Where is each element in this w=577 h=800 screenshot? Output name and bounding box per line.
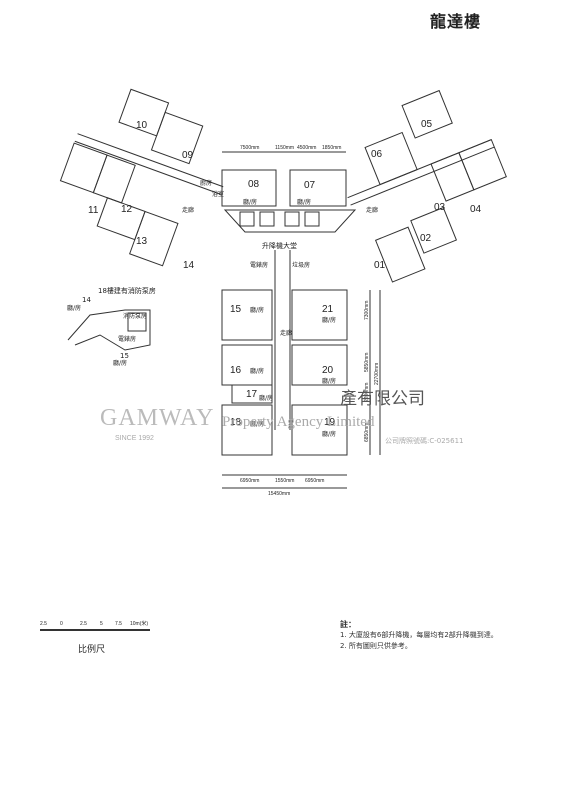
unit-05: 05: [421, 119, 433, 130]
unit-16: 16: [230, 365, 242, 376]
lift-core: [223, 209, 357, 233]
scale-tick-4: 5: [100, 621, 103, 627]
inset-room-14: 廳/房: [67, 304, 81, 312]
inset-unit-15: 15: [120, 352, 129, 360]
unit-07: 07: [304, 180, 316, 191]
dim-top-3: 4500mm: [297, 145, 316, 151]
unit-20-outline: [291, 344, 348, 386]
watermark-company-cn: 產有限公司: [340, 389, 425, 409]
inset-unit-14: 14: [82, 296, 91, 304]
dim-top-4: 1850mm: [322, 145, 341, 151]
watermark-company-en: Property Agency Limited: [222, 414, 375, 430]
unit-04-outline: [458, 138, 507, 191]
watermark-since: SINCE 1992: [115, 435, 154, 442]
unit-04: 04: [470, 204, 482, 215]
unit-18-outline: [221, 404, 273, 456]
unit-02-outline: [410, 206, 458, 254]
dim-top-2: 1150mm: [275, 145, 294, 151]
unit-10: 10: [136, 120, 148, 131]
unit-09: 09: [182, 150, 194, 161]
unit-21: 21: [322, 304, 334, 315]
unit-07-outline: [289, 169, 347, 207]
unit-20: 20: [322, 365, 334, 376]
scale-tick-1: 2.5: [40, 621, 47, 627]
dim-right-2: 5850mm: [364, 353, 370, 372]
notes: 註： 1. 大廈設有6部升降機，每層均有2部升降機到達。 2. 所有圖則只供參考…: [340, 619, 498, 652]
inset-electric-room: 電錶房: [118, 335, 136, 343]
unit-19: 19: [324, 417, 336, 428]
room-label-15: 廳/房: [250, 306, 264, 314]
scale-tick-2: 0: [60, 621, 63, 627]
scale-tick-6: 10m(米): [130, 620, 148, 627]
unit-13: 13: [136, 236, 148, 247]
scale-label: 比例尺: [78, 645, 106, 655]
room-label-21: 廳/房: [322, 316, 336, 324]
electric-room-label: 電錶房: [250, 261, 268, 269]
refuse-room-label: 垃圾房: [292, 261, 310, 269]
inset-room-15: 廳/房: [113, 359, 127, 367]
corridor-label-south: 走廊: [280, 329, 292, 337]
unit-01: 01: [374, 260, 386, 271]
watermark-license: 公司牌照號碼:C-025611: [385, 437, 464, 445]
scale-tick-3: 2.5: [80, 621, 87, 627]
corridor-label-right: 走廊: [366, 206, 378, 214]
unit-15-outline: [221, 289, 273, 341]
unit-17: 17: [246, 389, 258, 400]
unit-08: 08: [248, 179, 260, 190]
unit-02: 02: [420, 233, 432, 244]
unit-17-outline: [231, 384, 273, 404]
dim-bottom-3: 6950mm: [305, 478, 324, 484]
notes-title: 註：: [340, 620, 356, 629]
room-label-08: 廳/房: [243, 198, 257, 206]
watermark-brand: GAMWAY: [100, 405, 215, 431]
dim-bottom-2: 1550mm: [275, 478, 294, 484]
kitchen-label: 廚房: [200, 179, 212, 187]
inset-plan: [67, 309, 151, 351]
dim-bottom-total: 15450mm: [268, 491, 290, 497]
dim-right-1: 7300mm: [364, 301, 370, 320]
unit-21-outline: [291, 289, 348, 341]
room-label-19: 廳/房: [322, 430, 336, 438]
unit-14-outline: [129, 210, 179, 267]
unit-18: 18: [230, 417, 242, 428]
bath-label: 浴室: [212, 190, 224, 198]
fire-pump-note: 18樓建有消防泵房: [98, 286, 156, 295]
unit-15: 15: [230, 304, 242, 315]
room-label-17: 廳/房: [259, 394, 273, 402]
unit-12-outline: [92, 154, 136, 204]
right-wing: [347, 89, 507, 283]
room-label-20: 廳/房: [322, 377, 336, 385]
unit-03-outline: [430, 152, 475, 202]
unit-05-outline: [401, 89, 453, 139]
unit-01-outline: [374, 226, 426, 283]
unit-08-outline: [221, 169, 277, 207]
dim-bottom-1: 6950mm: [240, 478, 259, 484]
scale-tick-5: 7.5: [115, 621, 122, 627]
room-label-16: 廳/房: [250, 367, 264, 375]
dim-top-1: 7500mm: [240, 145, 259, 151]
room-label-07: 廳/房: [297, 198, 311, 206]
unit-11: 11: [88, 205, 99, 216]
unit-03: 03: [434, 202, 446, 213]
dim-right-total: 22700mm: [374, 363, 380, 385]
dim-right-4: 6850mm: [364, 423, 370, 442]
note-1: 1. 大廈設有6部升降機，每層均有2部升降機到達。: [340, 631, 498, 639]
unit-09-outline: [150, 111, 204, 165]
unit-12: 12: [121, 204, 133, 215]
left-wing: [59, 88, 224, 267]
dim-right-3: 2200mm: [364, 383, 370, 402]
unit-19-outline: [291, 404, 348, 456]
unit-06: 06: [371, 149, 383, 160]
building-name: 龍達樓: [429, 12, 481, 31]
lift-lobby-label: 升降機大堂: [262, 241, 297, 250]
inset-fire-pump-room: 消防泵房: [123, 312, 147, 320]
note-2: 2. 所有圖則只供參考。: [340, 642, 412, 650]
unit-14: 14: [183, 260, 195, 271]
corridor-label-left: 走廊: [182, 206, 194, 214]
room-label-18: 廳/房: [250, 420, 264, 428]
